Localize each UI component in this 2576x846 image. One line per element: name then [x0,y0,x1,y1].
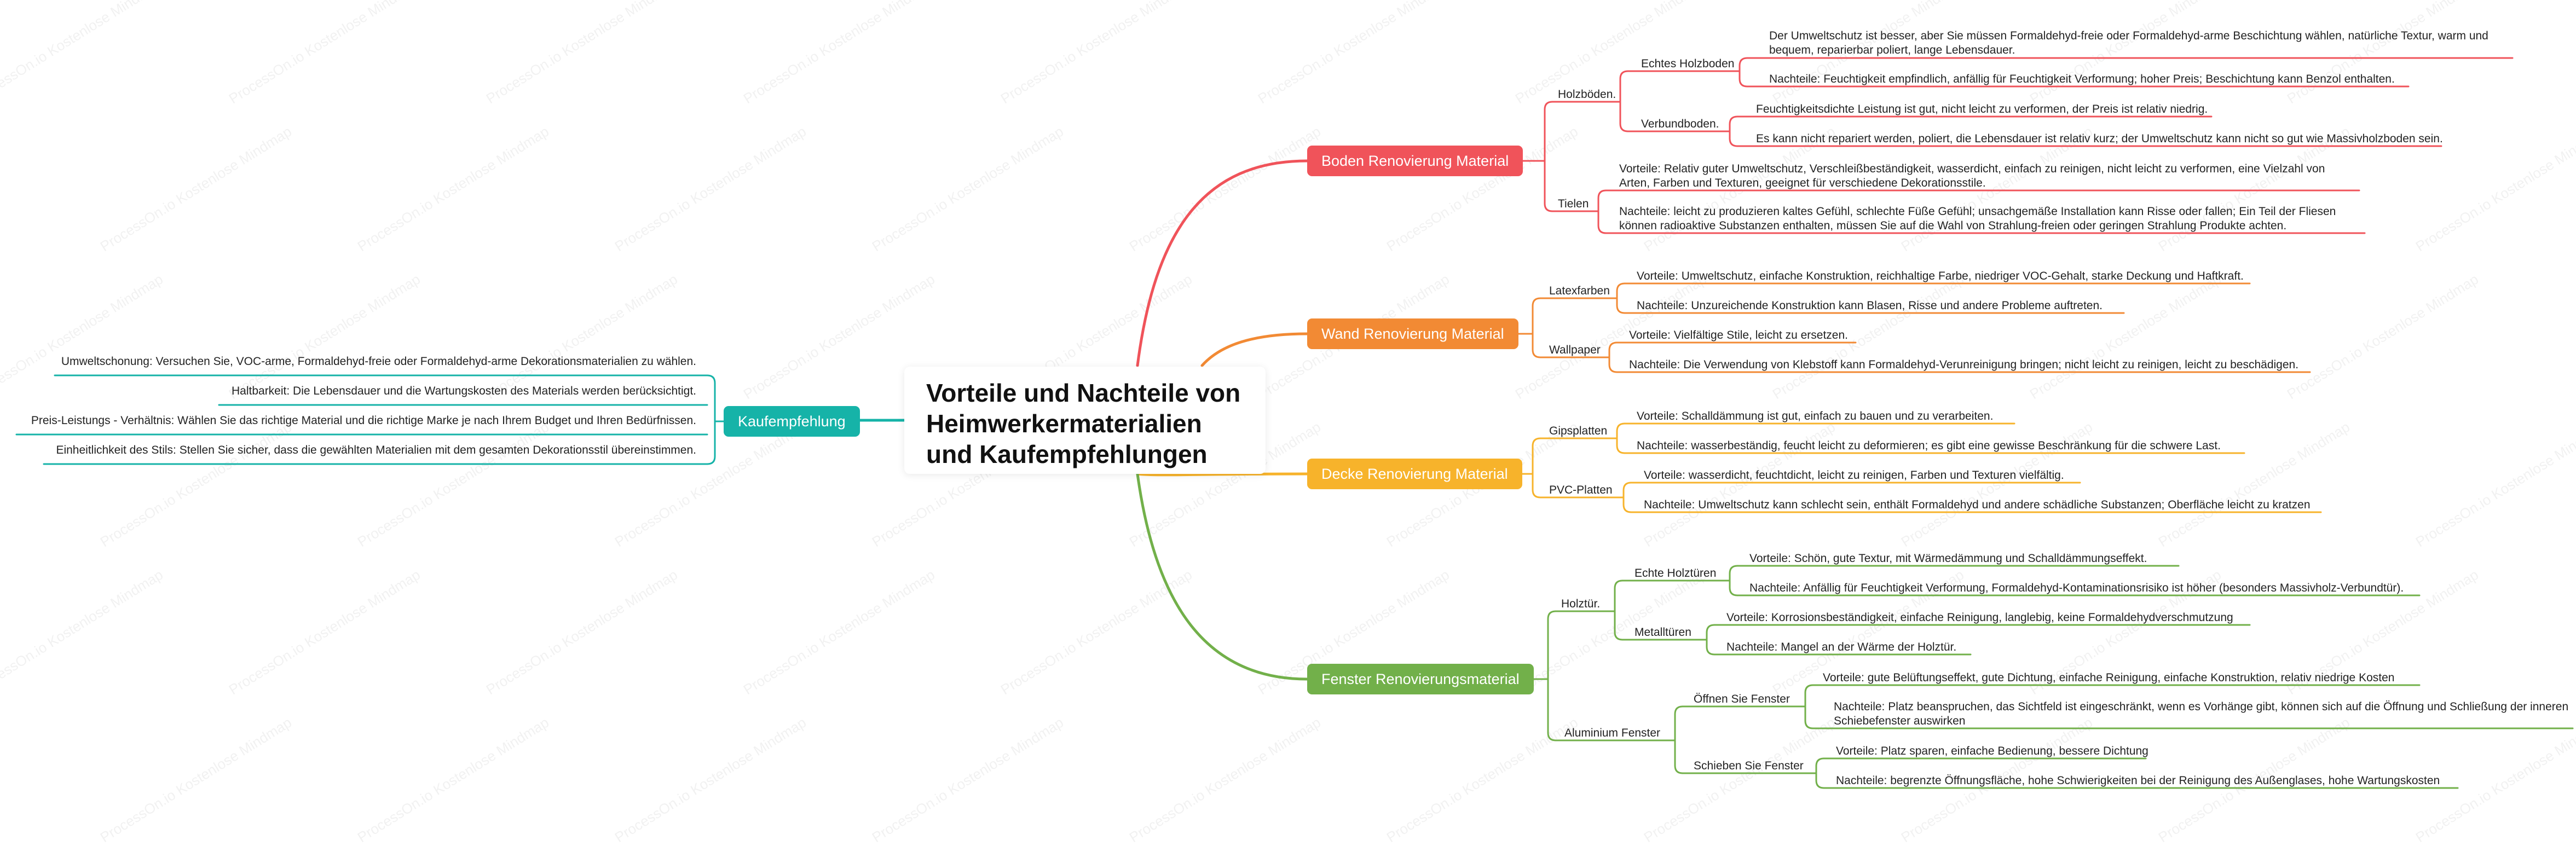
connector-echte-holztueren-bracket [1729,565,1738,596]
subtopic-latexfarben[interactable]: Latexfarben [1549,285,1610,297]
subtopic-holzboeden[interactable]: Holzböden. [1558,88,1616,101]
leaf-gipsplatten-pro[interactable]: Vorteile: Schalldämmung ist gut, einfach… [1637,410,1994,422]
leaf-latexfarben-pro[interactable]: Vorteile: Umweltschutz, einfache Konstru… [1637,270,2244,282]
subtopic-metalltueren[interactable]: Metalltüren [1634,626,1691,639]
connector-latex-bracket [1616,282,1626,314]
leaf-tielen-con[interactable]: Nachteile: leicht zu produzieren kaltes … [1619,205,2336,232]
connector-holztuer-bracket [1614,580,1624,641]
subtopic-schieben-fenster[interactable]: Schieben Sie Fenster [1694,760,1804,772]
topic-decke[interactable]: Decke Renovierung Material [1307,459,1522,489]
root-title-line-3: und Kaufempfehlungen [926,440,1208,468]
root-title-line-2: Heimwerkermaterialien [926,409,1202,438]
leaf-echte-holztueren-pro[interactable]: Vorteile: Schön, gute Textur, mit Wärmed… [1749,552,2147,565]
topic-kaufempfehlung[interactable]: Kaufempfehlung [724,406,860,437]
subtopic-holztuer[interactable]: Holztür. [1561,598,1601,610]
connector-boden-bracket [1544,101,1553,212]
leaf-schieben-fenster-con[interactable]: Nachteile: begrenzte Öffnungsfläche, hoh… [1836,774,2440,787]
topic-wand[interactable]: Wand Renovierung Material [1307,318,1518,349]
leaf-pvc-platten-con[interactable]: Nachteile: Umweltschutz kann schlecht se… [1644,499,2311,511]
leaf-metalltueren-con[interactable]: Nachteile: Mangel an der Wärme der Holzt… [1726,641,1957,653]
subtopic-echtes-holzboden[interactable]: Echtes Holzboden [1641,57,1735,70]
connector-kauf-bracket [706,374,716,465]
leaf-verbundboden-pro[interactable]: Feuchtigkeitsdichte Leistung ist gut, ni… [1756,103,2208,115]
leaf-kauf-umweltschonung[interactable]: Umweltschonung: Versuchen Sie, VOC-arme,… [61,355,696,368]
root-title-line-1: Vorteile und Nachteile von [926,379,1241,407]
connector-verbund-bracket [1729,115,1738,147]
leaf-tielen-pro[interactable]: Vorteile: Relativ guter Umweltschutz, Ve… [1619,163,2325,189]
connector-oeffnen-bracket [1804,684,1814,729]
leaf-pvc-platten-pro[interactable]: Vorteile: wasserdicht, feuchtdicht, leic… [1644,469,2064,482]
subtopic-echte-holztueren[interactable]: Echte Holztüren [1634,567,1717,580]
connector-wallpaper-bracket [1608,341,1618,373]
subtopic-verbundboden[interactable]: Verbundboden. [1641,118,1719,130]
leaf-verbundboden-con[interactable]: Es kann nicht repariert werden, poliert,… [1756,132,2443,145]
connector-fenster-bracket [1547,610,1557,741]
subtopic-pvc-platten[interactable]: PVC-Platten [1549,484,1613,496]
subtopic-gipsplatten[interactable]: Gipsplatten [1549,425,1608,437]
leaf-wallpaper-con[interactable]: Nachteile: Die Verwendung von Klebstoff … [1629,358,2299,371]
subtopic-aluminium-fenster[interactable]: Aluminium Fenster [1564,727,1661,739]
leaf-kauf-haltbarkeit[interactable]: Haltbarkeit: Die Lebensdauer und die War… [231,385,696,397]
subtopic-tielen[interactable]: Tielen [1558,198,1589,210]
subtopic-oeffnen-fenster[interactable]: Öffnen Sie Fenster [1694,693,1790,705]
topic-boden[interactable]: Boden Renovierung Material [1307,146,1523,176]
root-topic[interactable]: Vorteile und Nachteile von Heimwerkermat… [904,367,1266,474]
leaf-gipsplatten-con[interactable]: Nachteile: wasserbeständig, feucht leich… [1637,439,2221,452]
leaf-kauf-preis-leistung[interactable]: Preis-Leistungs - Verhältnis: Wählen Sie… [31,414,696,427]
leaf-wallpaper-pro[interactable]: Vorteile: Vielfältige Stile, leicht zu e… [1629,329,1848,341]
connector-root-boden [1136,159,1309,367]
connector-gips-bracket [1616,422,1626,454]
topic-fenster[interactable]: Fenster Renovierungsmaterial [1307,664,1534,694]
connector-wand-bracket [1532,297,1541,358]
connector-metalltueren-bracket [1706,624,1716,656]
leaf-oeffnen-fenster-con[interactable]: Nachteile: Platz beanspruchen, das Sicht… [1834,700,2569,727]
leaf-kauf-einheitlichkeit[interactable]: Einheitlichkeit des Stils: Stellen Sie s… [56,444,696,456]
connector-root-fenster [1136,472,1309,681]
connector-holz-bracket [1619,70,1629,132]
leaf-oeffnen-fenster-pro[interactable]: Vorteile: gute Belüftungseffekt, gute Di… [1823,671,2395,684]
connector-echt-bracket [1738,57,1748,88]
connector-pvc-bracket [1622,482,1632,513]
connector-alu-bracket [1674,705,1684,774]
connector-root-wand [1200,332,1309,367]
leaf-echte-holztueren-con[interactable]: Nachteile: Anfällig für Feuchtigkeit Ver… [1749,582,2404,594]
connector-layer [15,57,2574,789]
leaf-schieben-fenster-pro[interactable]: Vorteile: Platz sparen, einfache Bedienu… [1836,745,2148,757]
leaf-latexfarben-con[interactable]: Nachteile: Unzureichende Konstruktion ka… [1637,299,2103,312]
leaf-echtes-holzboden-con[interactable]: Nachteile: Feuchtigkeit empfindlich, anf… [1769,73,2395,85]
subtopic-wallpaper[interactable]: Wallpaper [1549,344,1601,356]
connector-tielen-bracket [1597,189,1607,234]
leaf-metalltueren-pro[interactable]: Vorteile: Korrosionsbeständigkeit, einfa… [1726,611,2233,624]
connector-root-decke [1136,472,1309,477]
connector-decke-bracket [1532,437,1541,499]
connector-schieben-bracket [1815,757,1825,789]
leaf-echtes-holzboden-pro[interactable]: Der Umweltschutz ist besser, aber Sie mü… [1769,30,2488,56]
